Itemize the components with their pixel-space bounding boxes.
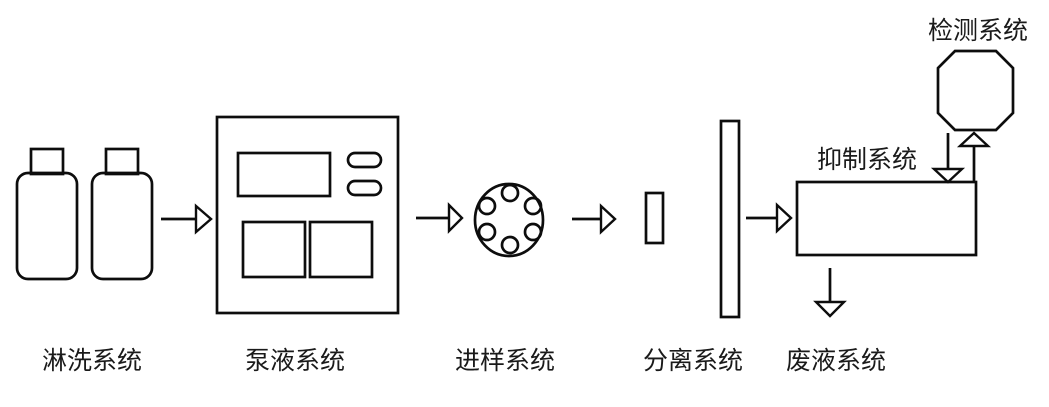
separation-column (719, 119, 741, 319)
six-port-valve-icon (473, 182, 545, 258)
arrow-head (813, 300, 847, 318)
pump-display (236, 151, 332, 198)
detection-label: 检测系统 (928, 17, 1028, 45)
arrow-injection-to-separation-icon (572, 203, 617, 235)
pump-housing (215, 115, 400, 315)
detector-octagon-icon (936, 49, 1015, 132)
arrow-detector-to-suppressor-icon (930, 133, 966, 184)
bottle-2-body-icon (90, 171, 154, 281)
arrow-head (775, 202, 793, 234)
separation-label: 分离系统 (643, 347, 743, 375)
pump-key-button-2 (308, 220, 374, 279)
valve-port-4 (477, 222, 497, 242)
bottle-1-body-icon (15, 171, 79, 281)
eluent-bottles-icon (15, 147, 154, 281)
arrow-head (599, 203, 617, 235)
separation-column-icon (644, 119, 741, 319)
suppressor-box-icon (795, 180, 978, 257)
pump-pill-button-2 (346, 179, 383, 197)
valve-port-6 (500, 235, 520, 255)
arrow-head (194, 203, 213, 235)
pump-key-button-1 (241, 220, 307, 279)
arrow-pump-to-injection-icon (416, 202, 464, 234)
arrow-head (956, 131, 992, 148)
waste-outlet-arrow-icon (813, 268, 847, 318)
arrow-head (930, 167, 966, 184)
pump-panel-icon (215, 115, 400, 315)
valve-port-3 (523, 196, 543, 216)
bottle-2-cap-icon (104, 147, 140, 176)
bottle-1-cap-icon (29, 147, 65, 176)
valve-body (473, 182, 545, 258)
pump-label: 泵液系统 (245, 347, 345, 375)
arrow-eluent-to-pump-icon (161, 203, 213, 235)
valve-port-1 (500, 183, 520, 203)
arrow-separation-to-suppressor-icon (746, 202, 793, 234)
valve-port-2 (477, 196, 497, 216)
eluent-label: 淋洗系统 (42, 347, 142, 375)
suppressor-label: 抑制系统 (817, 146, 917, 174)
waste-label: 废液系统 (786, 347, 886, 375)
arrow-head (447, 202, 464, 234)
guard-column (644, 191, 665, 245)
pump-pill-button-1 (346, 151, 383, 169)
arrow-suppressor-to-detector-icon (956, 131, 992, 181)
valve-port-5 (523, 222, 543, 242)
injection-label: 进样系统 (455, 347, 555, 375)
